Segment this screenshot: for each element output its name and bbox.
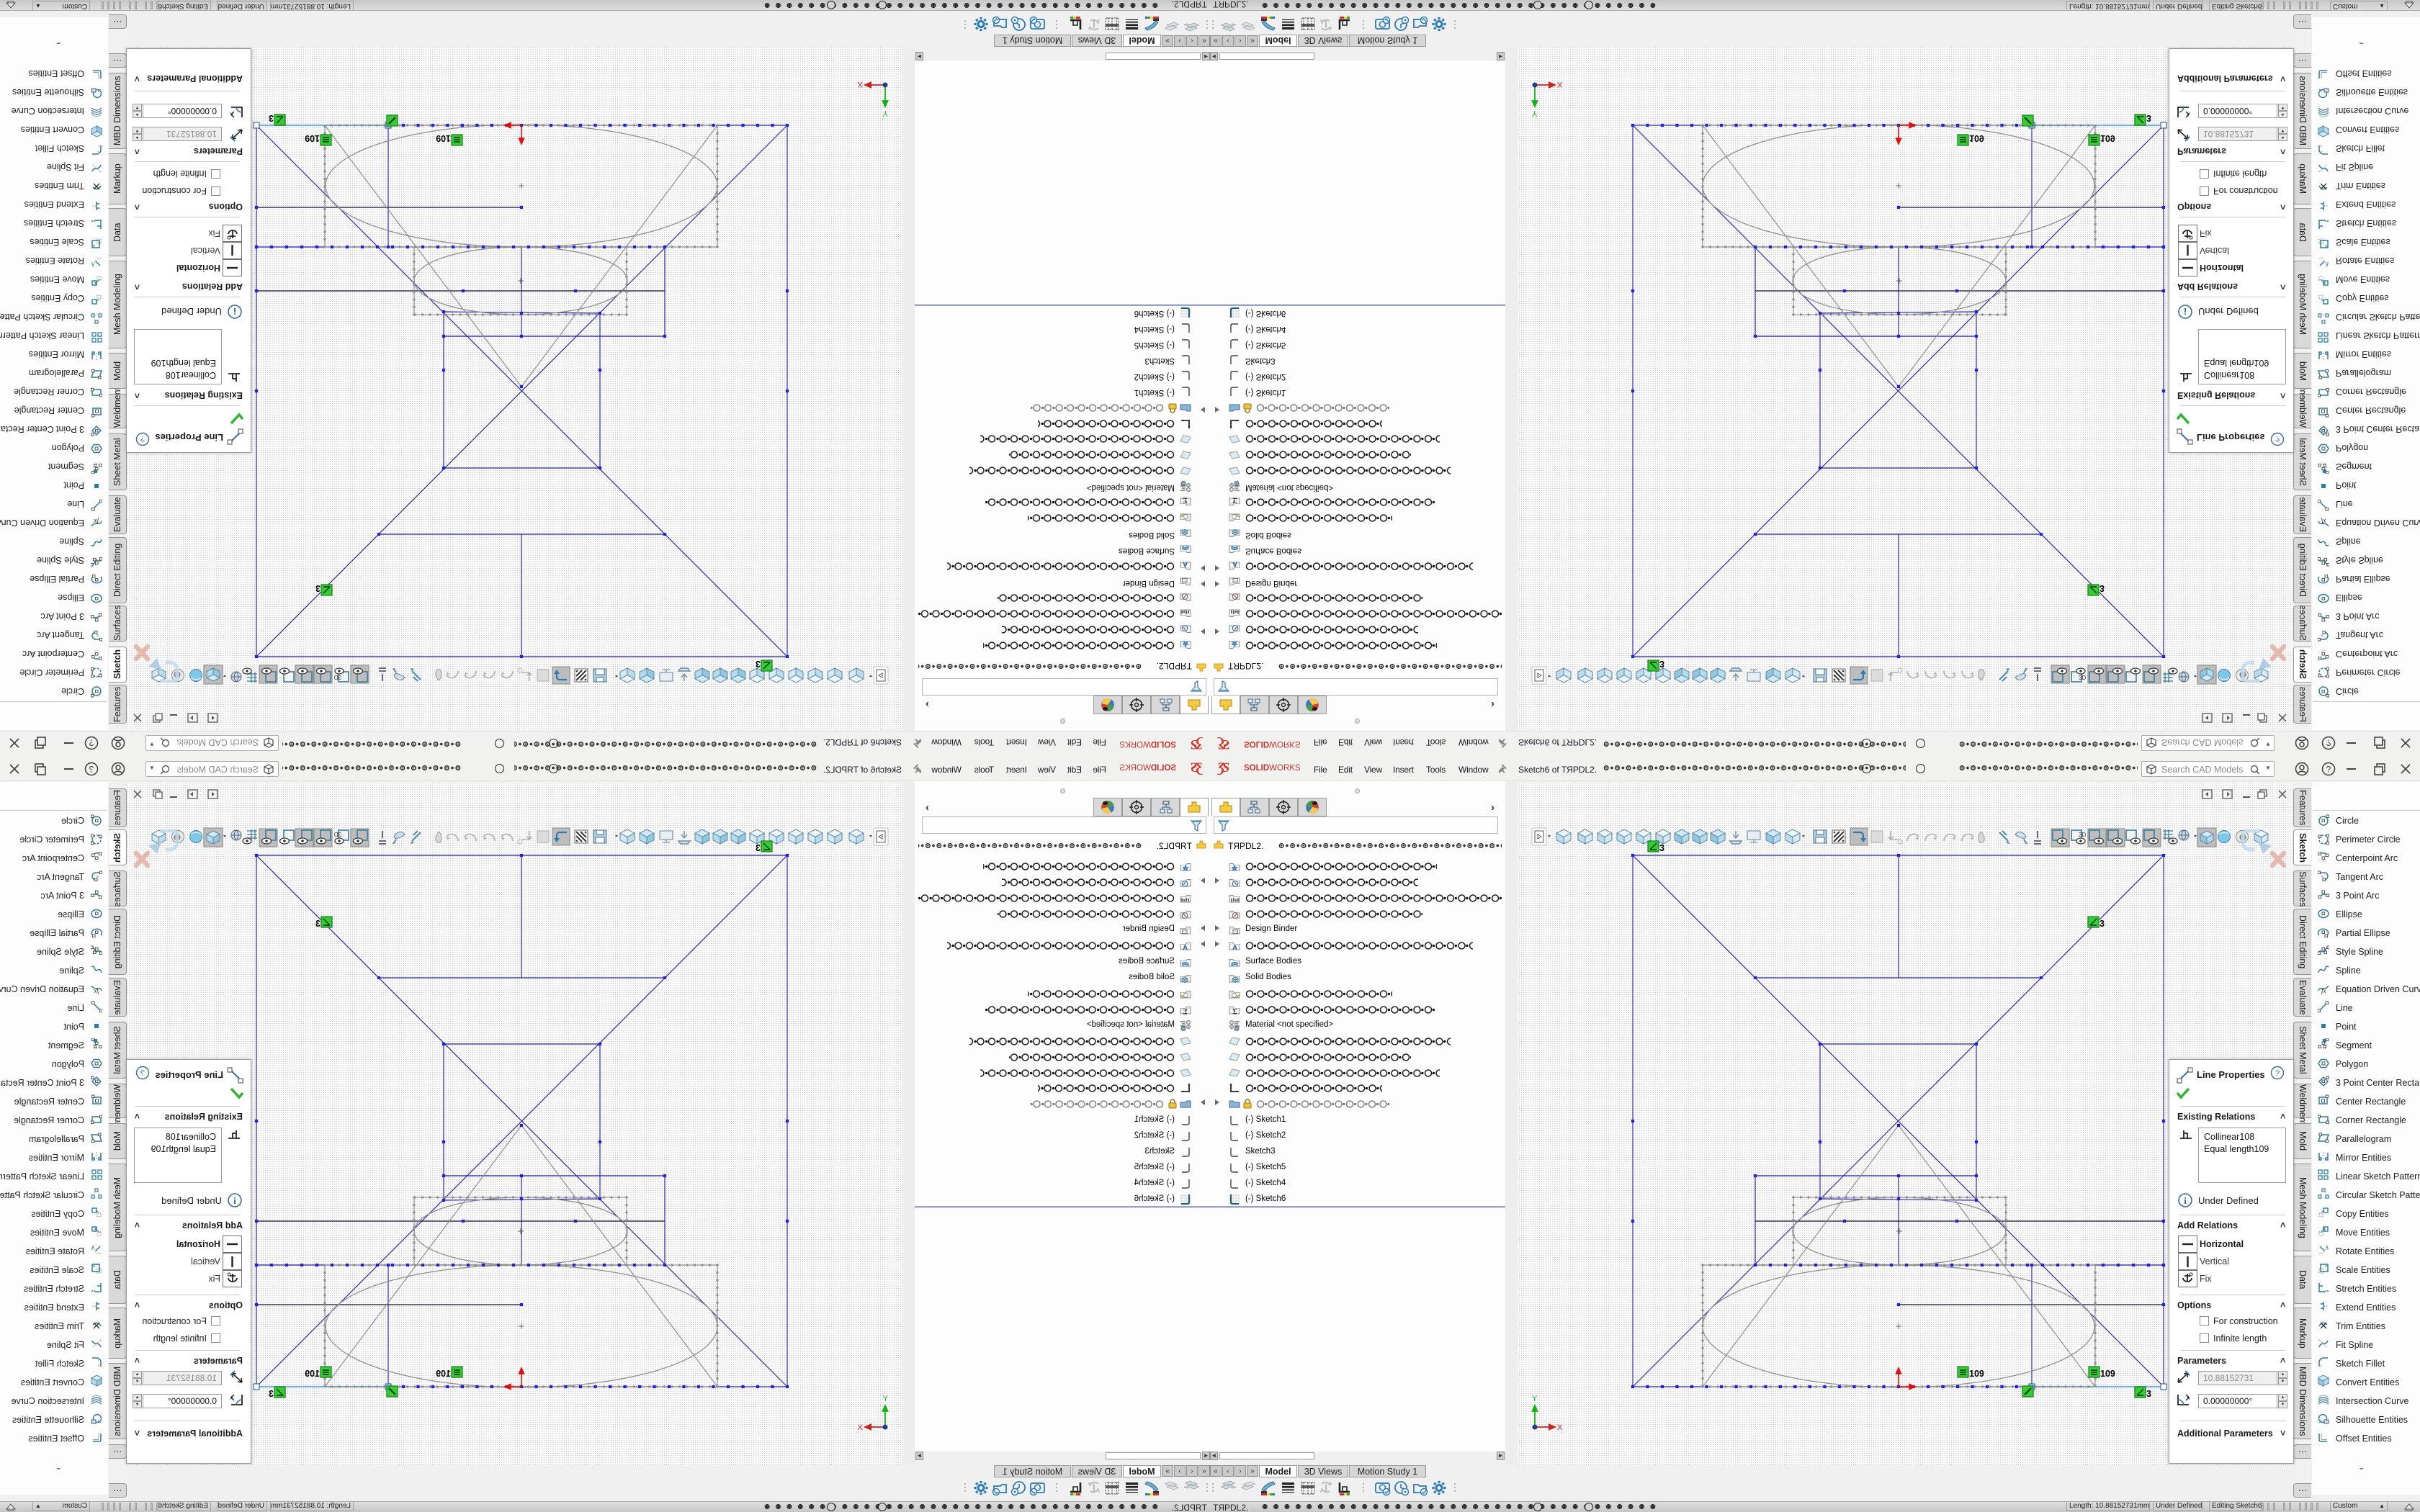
svg-text:A: A — [1232, 944, 1237, 951]
svg-text:3: 3 — [2146, 113, 2151, 123]
svg-text:Y: Y — [882, 1395, 888, 1403]
svg-text:3: 3 — [2146, 1389, 2151, 1399]
svg-text:i: i — [2184, 306, 2187, 317]
svg-text:3: 3 — [2099, 583, 2105, 593]
svg-text:A: A — [1183, 944, 1188, 951]
svg-text:3: 3 — [1659, 843, 1664, 853]
svg-text:109: 109 — [305, 133, 320, 143]
svg-text:ƷS: ƷS — [1217, 760, 1229, 775]
svg-text:ƷS: ƷS — [1191, 760, 1203, 775]
svg-text:3: 3 — [1659, 659, 1664, 669]
svg-text:fx: fx — [94, 987, 99, 994]
svg-text:SOLIDWORKS: SOLIDWORKS — [1119, 739, 1176, 748]
svg-text:?: ? — [89, 765, 94, 775]
svg-text:Y: Y — [1532, 1395, 1538, 1403]
svg-text:ƷS: ƷS — [1191, 737, 1203, 752]
svg-text:?: ? — [140, 434, 145, 443]
svg-text:Y: Y — [1532, 109, 1538, 117]
svg-text:109: 109 — [305, 1369, 320, 1379]
svg-text:A: A — [1183, 561, 1188, 568]
svg-text:?: ? — [89, 738, 94, 748]
svg-text:#: # — [93, 461, 97, 469]
svg-text:3: 3 — [315, 919, 321, 929]
svg-text:#: # — [2323, 1043, 2327, 1051]
svg-text:#: # — [93, 1043, 97, 1051]
svg-text:fx: fx — [2321, 987, 2326, 994]
svg-text:A: A — [2187, 111, 2190, 116]
svg-text:Σ: Σ — [1232, 497, 1237, 504]
svg-text:3D: 3D — [2079, 674, 2086, 680]
svg-text:Σ: Σ — [1232, 1009, 1237, 1016]
svg-text:i: i — [233, 306, 236, 317]
svg-text:fx: fx — [2321, 518, 2326, 525]
svg-text:109: 109 — [436, 1369, 451, 1379]
svg-text:X: X — [1557, 1423, 1563, 1432]
svg-text:3: 3 — [269, 113, 274, 123]
svg-text:Σ: Σ — [1183, 497, 1188, 504]
svg-text:i: i — [2184, 1195, 2187, 1206]
svg-text:109: 109 — [1969, 133, 1984, 143]
svg-text:?: ? — [2275, 1069, 2280, 1078]
svg-text:X: X — [857, 80, 863, 89]
svg-text:Y: Y — [882, 109, 888, 117]
svg-text:3: 3 — [269, 1389, 274, 1399]
svg-text:A: A — [230, 1396, 233, 1401]
svg-text:3: 3 — [315, 583, 321, 593]
svg-text:?: ? — [2326, 738, 2331, 748]
svg-text:SOLIDWORKS: SOLIDWORKS — [1244, 739, 1301, 748]
svg-text:3D: 3D — [334, 832, 341, 838]
svg-text:Σ: Σ — [1183, 1009, 1188, 1016]
svg-text:X: X — [857, 1423, 863, 1432]
svg-text:109: 109 — [2100, 133, 2115, 143]
svg-text:3: 3 — [2099, 919, 2105, 929]
svg-text:3: 3 — [756, 659, 761, 669]
svg-text:i: i — [233, 1195, 236, 1206]
svg-text:3: 3 — [756, 843, 761, 853]
svg-text:?: ? — [2326, 765, 2331, 775]
svg-text:A: A — [2187, 1396, 2190, 1401]
svg-text:?: ? — [140, 1069, 145, 1078]
svg-text:109: 109 — [436, 133, 451, 143]
svg-text:3D: 3D — [2079, 832, 2086, 838]
svg-text:109: 109 — [1969, 1369, 1984, 1379]
svg-text:ƷS: ƷS — [1217, 737, 1229, 752]
svg-text:A: A — [1232, 561, 1237, 568]
svg-text:A: A — [230, 111, 233, 116]
svg-text:109: 109 — [2100, 1369, 2115, 1379]
svg-text:3D: 3D — [334, 674, 341, 680]
svg-text:SOLIDWORKS: SOLIDWORKS — [1119, 764, 1176, 773]
svg-text:#: # — [2323, 461, 2327, 469]
svg-text:fx: fx — [94, 518, 99, 525]
svg-text:X: X — [1557, 80, 1563, 89]
svg-text:?: ? — [2275, 434, 2280, 443]
svg-text:SOLIDWORKS: SOLIDWORKS — [1244, 764, 1301, 773]
